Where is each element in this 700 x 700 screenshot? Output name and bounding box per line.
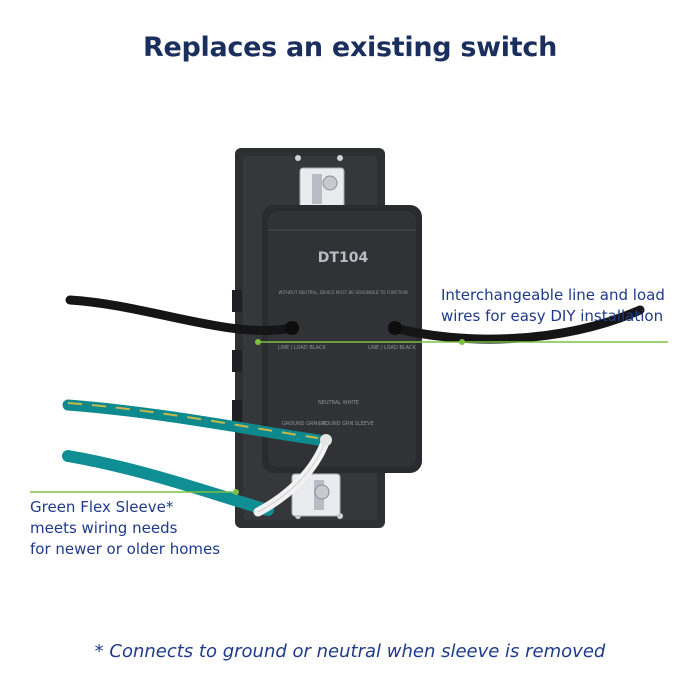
wires-callout-line-2: wires for easy DIY installation: [441, 307, 664, 325]
neutral-label: NEUTRAL WHITE: [318, 400, 359, 406]
green-flex-sleeve-wire: [62, 450, 274, 516]
white-neutral-wire: [253, 434, 332, 517]
footnote: * Connects to ground or neutral when sle…: [94, 641, 606, 662]
line-load-label-right: LINE / LOAD BLACK: [368, 345, 416, 351]
wires-callout: Interchangeable line and load wires for …: [441, 285, 696, 327]
sleeve-callout: Green Flex Sleeve* meets wiring needs fo…: [30, 497, 260, 560]
black-line-load-wires: [65, 295, 645, 344]
line-load-label-left: LINE / LOAD BLACK: [278, 345, 326, 351]
switch-housing: [262, 205, 422, 473]
bottom-mounting-screw: [291, 473, 341, 517]
ground-label-right: GROUND GRN SLEEVE: [318, 421, 374, 427]
sleeve-callout-line-3: for newer or older homes: [30, 540, 221, 558]
ground-label-left: GROUND GRN / YL: [282, 421, 328, 427]
wires-callout-line-1: Interchangeable line and load: [441, 286, 665, 304]
model-number-label: DT104: [318, 250, 369, 266]
top-mounting-screw: [299, 167, 345, 211]
ground-wire-green-yellow: [62, 399, 324, 446]
sleeve-callout-line-2: meets wiring needs: [30, 519, 178, 537]
page-title: Replaces an existing switch: [143, 32, 557, 63]
sleeve-callout-line-1: Green Flex Sleeve*: [30, 498, 174, 516]
neutral-warning-label: WITHOUT NEUTRAL, DEVICE MUST BE GROUNDED…: [278, 290, 407, 295]
